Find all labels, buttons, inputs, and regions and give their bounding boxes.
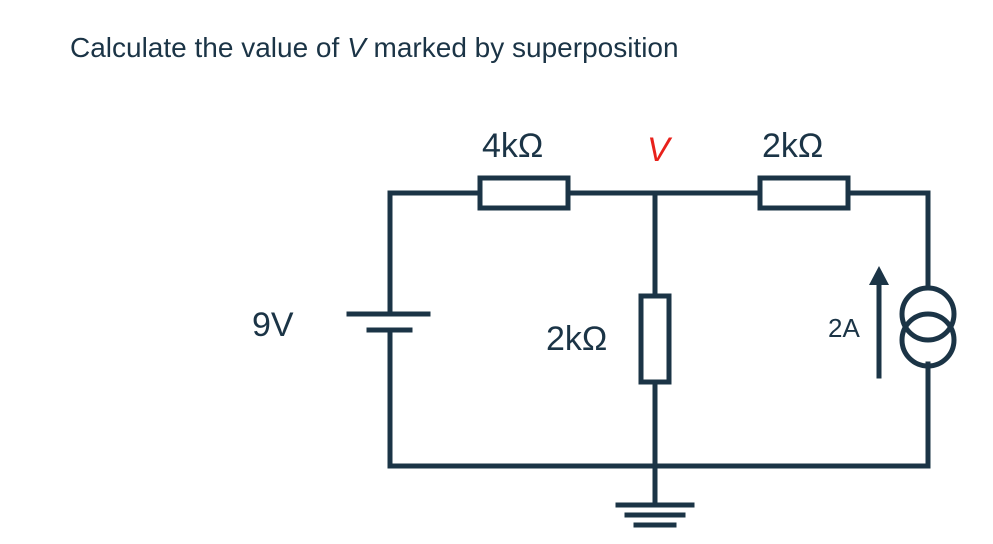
label-2k-right-resistor: 2kΩ	[762, 127, 824, 165]
label-2k-middle-resistor: 2kΩ	[546, 320, 608, 358]
resistor-2k-right	[757, 175, 851, 211]
wire-bottom	[387, 361, 931, 469]
current-source-circle-top	[899, 285, 957, 343]
resistor-2k-middle	[638, 293, 672, 385]
question-text-after: marked by superposition	[365, 32, 679, 63]
label-voltage-source: 9V	[252, 306, 294, 344]
question-text-before: Calculate the value of	[70, 32, 348, 63]
label-current-source: 2A	[828, 313, 860, 343]
current-arrow-head	[869, 266, 889, 285]
label-4k-resistor: 4kΩ	[482, 127, 544, 165]
wire-top-right	[845, 190, 931, 291]
label-node-voltage: V	[647, 131, 670, 169]
question-variable: V	[347, 32, 366, 63]
current-source-circle-bottom	[899, 311, 957, 369]
question-text: Calculate the value of V marked by super…	[70, 32, 679, 64]
resistor-4k	[477, 175, 571, 211]
